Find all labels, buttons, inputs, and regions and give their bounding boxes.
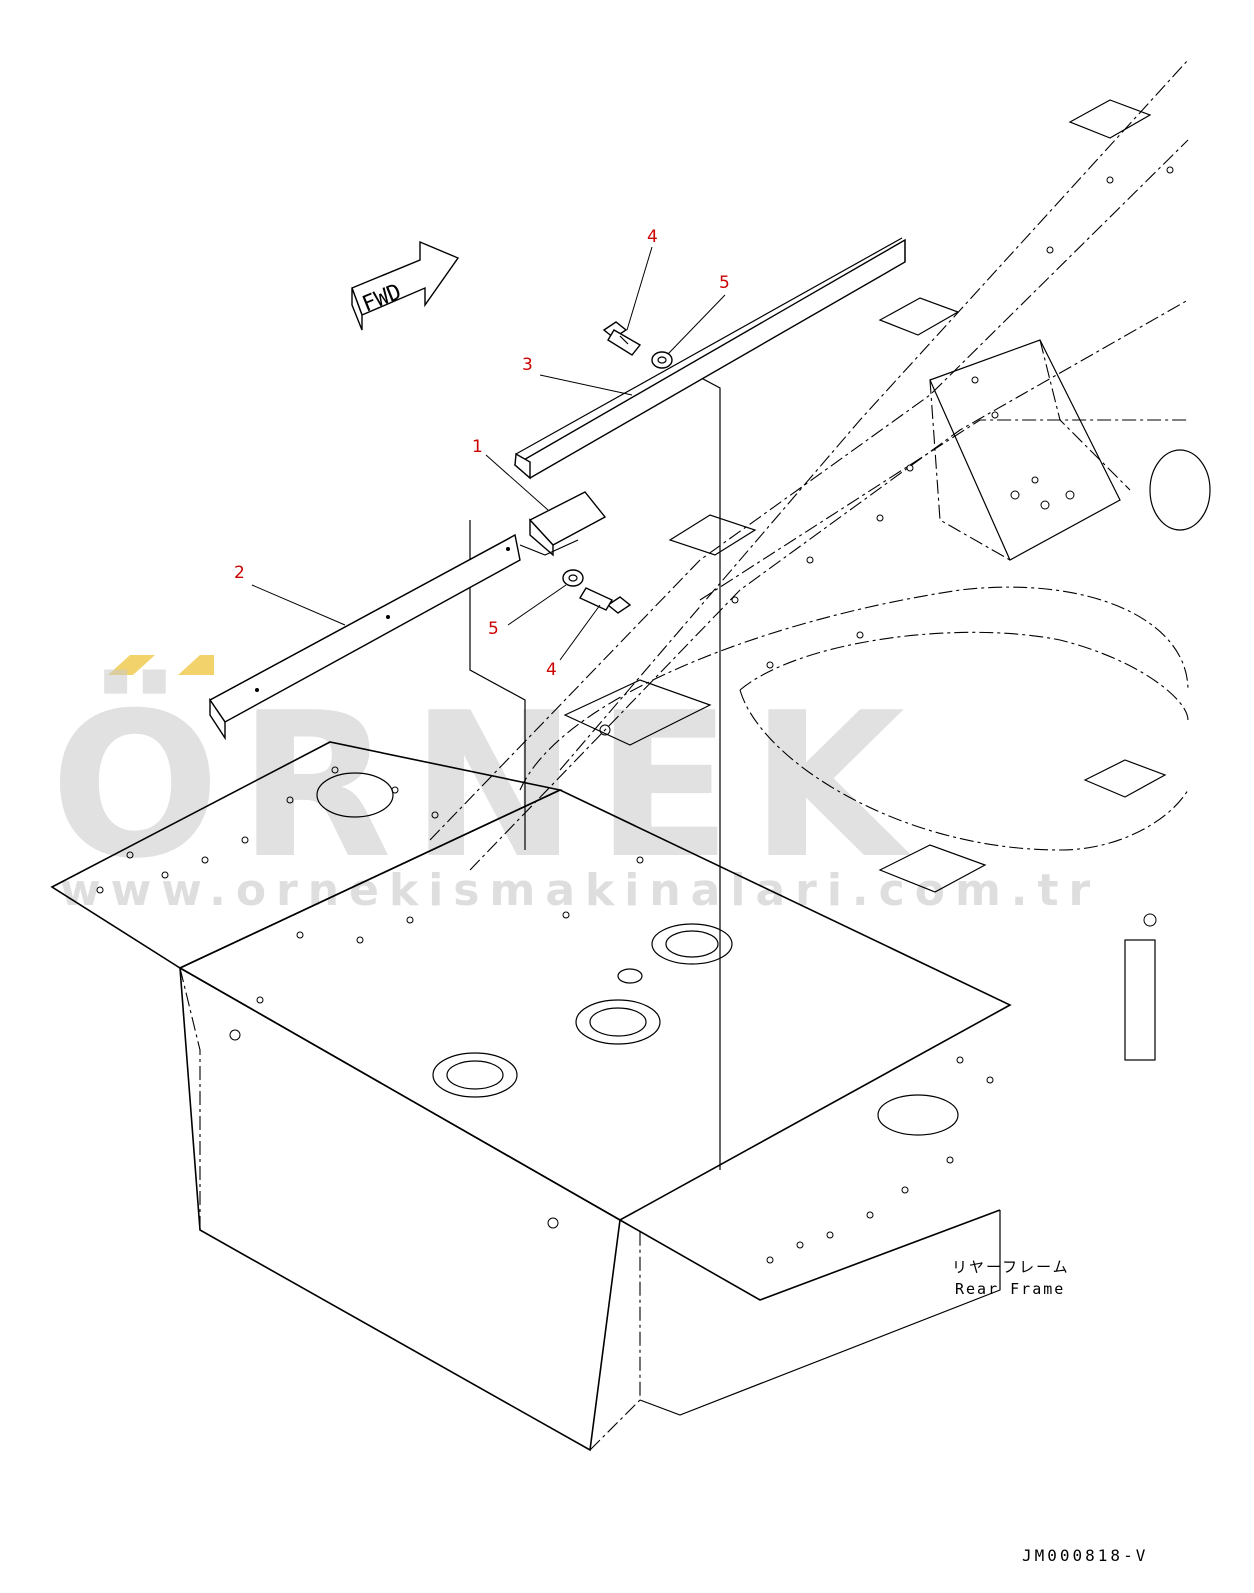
fwd-arrow: FWD — [351, 240, 460, 331]
watermark: ÖRNEK www.ornekismakinalari.com.tr — [50, 655, 1100, 916]
frame-label-japanese: リヤーフレーム — [952, 1258, 1070, 1276]
watermark-accent-right — [178, 655, 214, 675]
part-3-angle-bar — [513, 237, 906, 480]
watermark-brand: ÖRNEK — [50, 669, 923, 903]
part-5-washer-upper — [651, 351, 673, 369]
callout-2: 2 — [234, 563, 245, 583]
watermark-accent-left — [108, 655, 155, 675]
frame-label: リヤーフレーム Rear Frame — [952, 1258, 1070, 1298]
part-5-washer-lower — [562, 569, 584, 587]
callout-5-lower: 5 — [488, 619, 499, 639]
callout-4-upper: 4 — [647, 227, 658, 247]
frame-label-english: Rear Frame — [955, 1280, 1065, 1298]
rear-frame-drawing — [50, 59, 1211, 1452]
callouts: 1 2 3 4 5 4 5 — [234, 227, 730, 680]
part-1-bracket — [519, 491, 607, 557]
callout-3: 3 — [522, 355, 533, 375]
watermark-url: www.ornekismakinalari.com.tr — [60, 865, 1100, 916]
callout-4-lower: 4 — [546, 660, 557, 680]
part-2-angle-bar — [208, 533, 521, 741]
callout-5-upper: 5 — [719, 273, 730, 293]
callout-1: 1 — [472, 437, 483, 457]
part-4-bolt-lower — [578, 587, 632, 614]
drawing-code: JM000818-V — [1022, 1546, 1148, 1565]
leader-lines — [251, 246, 726, 661]
parts — [208, 237, 906, 741]
part-4-bolt-upper — [602, 321, 642, 356]
